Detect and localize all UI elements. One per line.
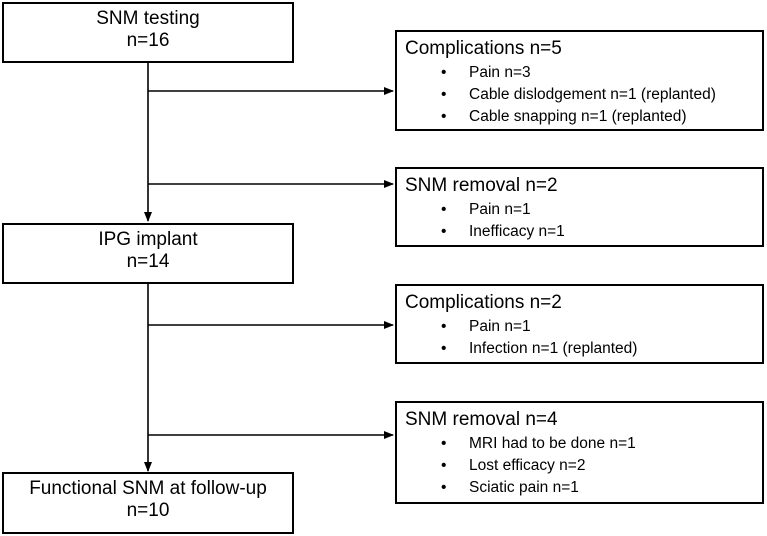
list-item: Pain n=3 [441, 62, 762, 84]
box-title: Complications n=2 [405, 292, 562, 313]
box-title: IPG implant [98, 229, 198, 250]
box-count: n=14 [126, 251, 170, 272]
box-functional-snm: Functional SNM at follow-up n=10 [2, 472, 294, 534]
box-snm-removal-1: SNM removal n=2 Pain n=1 Inefficacy n=1 [395, 167, 764, 247]
list-item: Inefficacy n=1 [441, 221, 762, 243]
list-item: Cable snapping n=1 (replanted) [441, 106, 762, 128]
list-item: Cable dislodgement n=1 (replanted) [441, 84, 762, 106]
box-count: n=10 [126, 500, 170, 521]
box-title: Complications n=5 [405, 38, 562, 59]
outcome-list: MRI had to be done n=1 Lost efficacy n=2… [405, 433, 762, 499]
list-item: Sciatic pain n=1 [441, 477, 762, 499]
outcome-list: Pain n=1 Infection n=1 (replanted) [405, 316, 762, 360]
list-item: MRI had to be done n=1 [441, 433, 762, 455]
box-count: n=16 [126, 30, 170, 51]
outcome-list: Pain n=1 Inefficacy n=1 [405, 199, 762, 243]
box-title: Functional SNM at follow-up [29, 478, 267, 499]
box-ipg-implant: IPG implant n=14 [2, 223, 294, 284]
list-item: Pain n=1 [441, 199, 762, 221]
box-title: SNM removal n=2 [405, 175, 558, 196]
box-snm-testing: SNM testing n=16 [2, 2, 294, 63]
list-item: Pain n=1 [441, 316, 762, 338]
outcome-list: Pain n=3 Cable dislodgement n=1 (replant… [405, 62, 762, 128]
box-title: SNM testing [96, 8, 200, 29]
box-complications-2: Complications n=2 Pain n=1 Infection n=1… [395, 284, 764, 364]
box-snm-removal-2: SNM removal n=4 MRI had to be done n=1 L… [395, 401, 764, 504]
box-complications-1: Complications n=5 Pain n=3 Cable dislodg… [395, 30, 764, 131]
list-item: Lost efficacy n=2 [441, 455, 762, 477]
box-title: SNM removal n=4 [405, 409, 558, 430]
list-item: Infection n=1 (replanted) [441, 338, 762, 360]
